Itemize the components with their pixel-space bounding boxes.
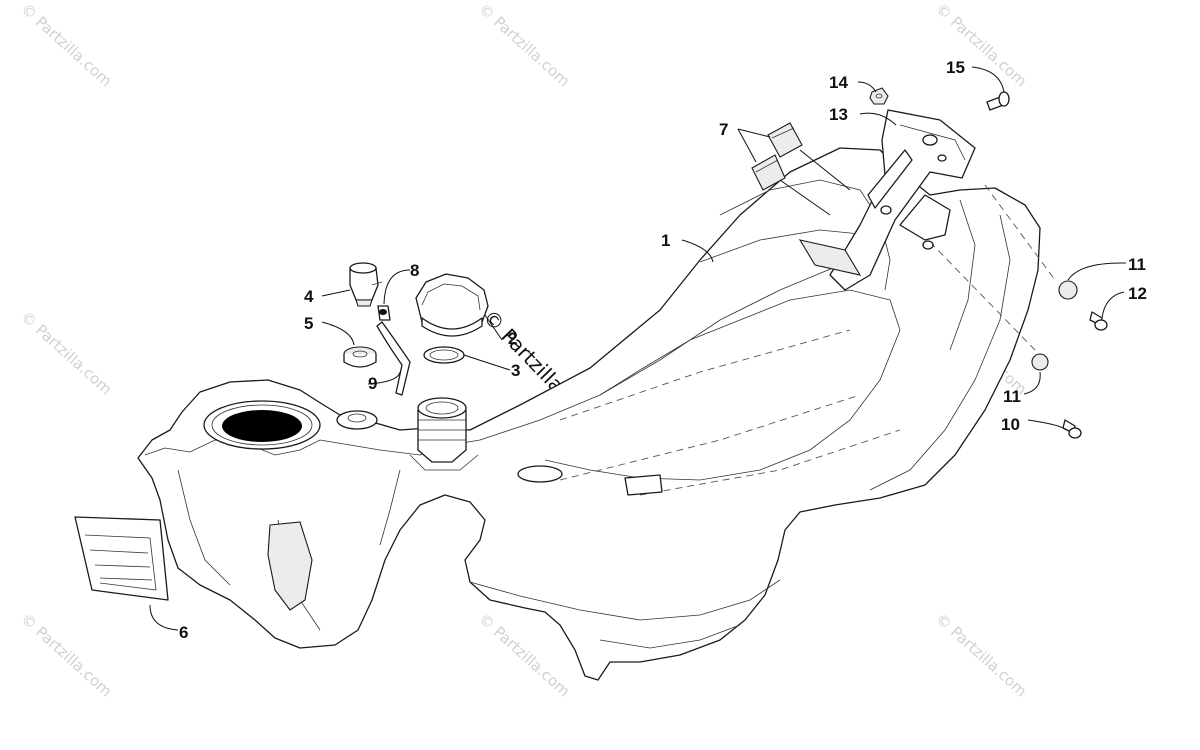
watermark: © Partzilla.com <box>17 0 115 90</box>
callout-4: 4 <box>304 287 314 306</box>
watermark: © Partzilla.com <box>17 308 115 399</box>
watermark: © Partzilla.com <box>475 0 573 90</box>
callout-2: 2 <box>508 329 517 348</box>
callout-11-lower: 11 <box>1003 387 1021 406</box>
callout-11-upper: 11 <box>1128 255 1146 274</box>
fuel-cap-part-2 <box>415 273 489 337</box>
callout-labels: 1 2 3 4 5 6 7 8 9 10 11 11 12 13 14 15 <box>179 58 1147 642</box>
washer-part-11-upper <box>1058 280 1078 300</box>
watermark: © Partzilla.com <box>17 610 115 701</box>
nut-part-14 <box>869 87 889 105</box>
foam-pads <box>751 122 803 191</box>
mounting-bracket <box>798 109 976 291</box>
connector-part-8 <box>377 305 391 321</box>
callout-1: 1 <box>661 231 670 250</box>
callout-3: 3 <box>511 361 520 380</box>
leader-lines <box>149 66 1127 631</box>
washer-part-11-lower <box>1031 353 1049 371</box>
callout-6: 6 <box>179 623 188 642</box>
vent-valve-part-4 <box>349 262 383 307</box>
callout-8: 8 <box>410 261 419 280</box>
decal-part-6 <box>74 516 169 601</box>
fuel-tank <box>137 147 1056 681</box>
o-ring-part-3 <box>423 346 465 364</box>
callout-12: 12 <box>1128 284 1147 303</box>
callout-9: 9 <box>368 374 377 393</box>
callout-14: 14 <box>829 73 848 92</box>
grommet-part-5 <box>343 346 377 368</box>
callout-13: 13 <box>829 105 848 124</box>
callout-7: 7 <box>719 120 728 139</box>
bolt-part-15 <box>986 91 1010 111</box>
vent-hose-part-9 <box>376 321 411 396</box>
callout-10: 10 <box>1001 415 1020 434</box>
bolt-part-10 <box>1062 419 1082 439</box>
callout-15: 15 <box>946 58 965 77</box>
bolt-part-12 <box>1089 311 1108 331</box>
callout-5: 5 <box>304 314 313 333</box>
watermark: © Partzilla.com <box>932 610 1030 701</box>
